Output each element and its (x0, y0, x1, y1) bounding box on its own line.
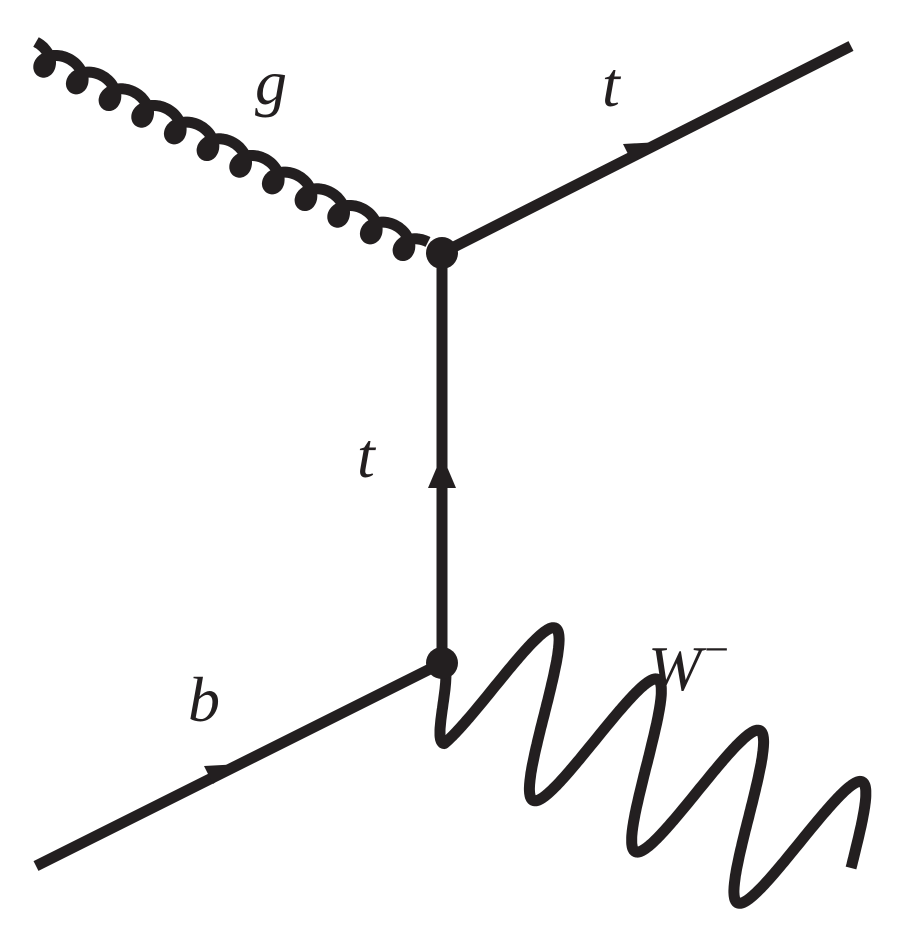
w-boson-symbol: W (648, 633, 707, 704)
top-quark-outgoing-arrow (623, 142, 660, 162)
w-boson-line (434, 622, 872, 909)
top-quark-propagator-arrow (428, 455, 456, 488)
bottom-quark-incoming-arrow (204, 764, 241, 784)
top-quark-propagator-label: t (357, 420, 377, 491)
w-boson-label: W− (648, 625, 731, 704)
gluon-label: g (255, 47, 287, 118)
upper-vertex (426, 237, 458, 269)
lower-vertex (426, 647, 458, 679)
w-boson-charge: − (701, 625, 731, 674)
gluon-line (31, 37, 433, 261)
bottom-quark-label: b (188, 664, 220, 735)
top-quark-outgoing-label: t (602, 49, 622, 120)
